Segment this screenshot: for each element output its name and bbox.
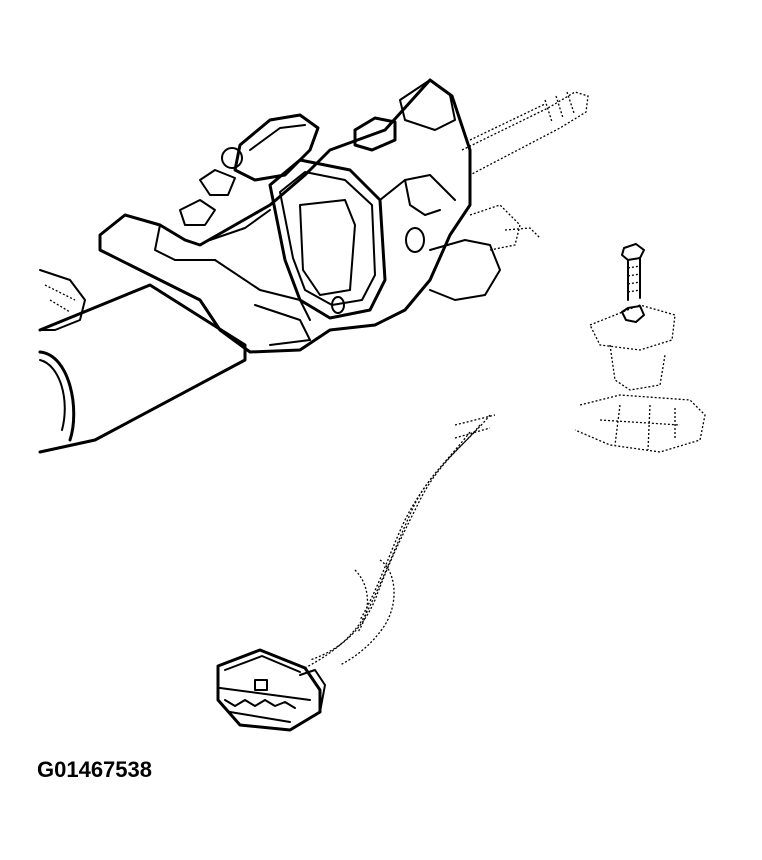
wiring-harness [304,414,496,669]
mounting-bolt [621,243,645,323]
multifunction-switch-clip [179,113,320,226]
column-bracket [98,78,472,354]
switch-housing [268,158,456,320]
bracket-ear-right [429,204,541,301]
harness-connector [216,648,326,732]
steering-shaft [461,91,589,176]
figure-id-label: G01467538 [37,757,152,782]
housing-top-tab [353,79,456,152]
bracket-mount-block [574,304,706,453]
steering-column-tube [38,269,247,454]
